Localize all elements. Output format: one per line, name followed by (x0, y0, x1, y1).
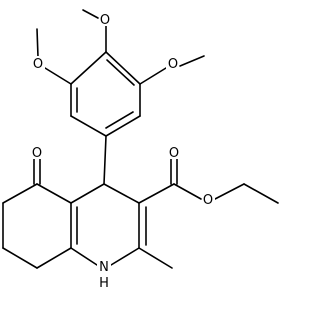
ketone-oxygen: O (32, 146, 42, 161)
bond (36, 183, 72, 204)
bond (105, 51, 141, 85)
methoxy-oxygen-left: O (33, 57, 43, 72)
ester-carbonyl-oxygen: O (169, 146, 179, 161)
bond (70, 183, 105, 204)
atom-label-bg (31, 145, 44, 159)
methoxy-oxygen-top: O (100, 13, 110, 28)
bond-lines (2, 9, 279, 269)
amine-hydrogen: H (99, 276, 109, 291)
bond (70, 115, 107, 137)
bond (139, 67, 167, 85)
bond (179, 55, 205, 67)
bond (2, 183, 38, 204)
bond (36, 28, 39, 58)
bond (105, 115, 141, 137)
atom-label-bg (99, 12, 112, 26)
atom-label-bg (32, 56, 45, 70)
amine-nitrogen: N (99, 260, 109, 275)
atom-label-bg (202, 192, 215, 206)
bond (36, 247, 72, 269)
methoxy-oxygen-right: O (168, 57, 178, 72)
bond (82, 9, 99, 19)
bond (214, 183, 245, 200)
bond (105, 111, 134, 129)
bond (138, 247, 173, 269)
ester-ether-oxygen: O (203, 193, 213, 208)
molecule-structure-diagram: O O O O O O N H (2, 9, 279, 291)
atom-labels: O O O O O O N H (31, 12, 215, 291)
bond (44, 67, 72, 85)
bond (103, 135, 107, 185)
bond (70, 247, 98, 266)
bond (138, 183, 175, 204)
bond (106, 59, 135, 86)
bond (110, 247, 140, 266)
bond (2, 247, 38, 269)
bond (173, 183, 202, 200)
atom-label-bg (168, 145, 181, 159)
atom-label-bg (166, 56, 179, 70)
bond (70, 51, 107, 85)
bond (103, 183, 140, 204)
atom-label-bg (97, 260, 111, 290)
bond (243, 183, 279, 204)
